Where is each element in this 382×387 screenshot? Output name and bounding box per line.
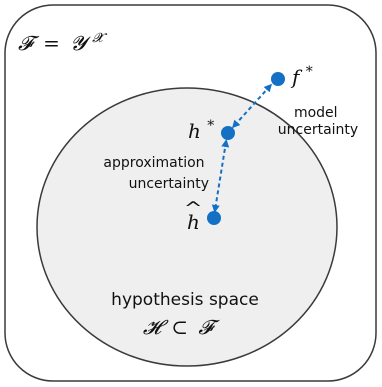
h-hat-accent: ^ xyxy=(184,197,203,218)
subset-symbol: ⊂ xyxy=(171,315,188,339)
hypothesis-space-title: hypothesis space xyxy=(111,290,259,310)
f-star-point xyxy=(271,72,285,86)
model-uncertainty-line1: model xyxy=(294,105,338,121)
h-hat-point xyxy=(207,211,221,225)
h-star-label: h * xyxy=(188,118,214,143)
equals-sign: = xyxy=(43,31,60,55)
hypothesis-space-symbol: 𝓗 xyxy=(143,315,169,339)
model-uncertainty-arrow xyxy=(231,83,273,129)
hypothesis-space-relation: 𝓗 ⊂ 𝓕 xyxy=(143,315,221,339)
model-uncertainty-line2: uncertainty xyxy=(278,122,358,138)
model-uncertainty-label: model uncertainty xyxy=(278,105,358,138)
f-star-superscript: * xyxy=(306,64,313,80)
approximation-uncertainty-line2: uncertainty xyxy=(129,176,209,192)
function-space-symbol: 𝓕 xyxy=(18,31,40,55)
approximation-uncertainty-line1: approximation xyxy=(103,155,204,171)
hypothesis-space-ellipse xyxy=(36,87,338,367)
h-hat-label: h xyxy=(187,210,200,234)
approximation-uncertainty-label: approximation uncertainty xyxy=(103,155,209,192)
approximation-uncertainty-arrow xyxy=(211,139,230,213)
output-space-symbol: 𝓨 xyxy=(70,31,91,55)
h-star-superscript: * xyxy=(207,118,214,134)
h-star-point xyxy=(221,126,235,140)
f-star-base: f xyxy=(290,65,303,89)
f-star-label: f * xyxy=(290,64,313,89)
h-star-base: h xyxy=(188,119,201,143)
